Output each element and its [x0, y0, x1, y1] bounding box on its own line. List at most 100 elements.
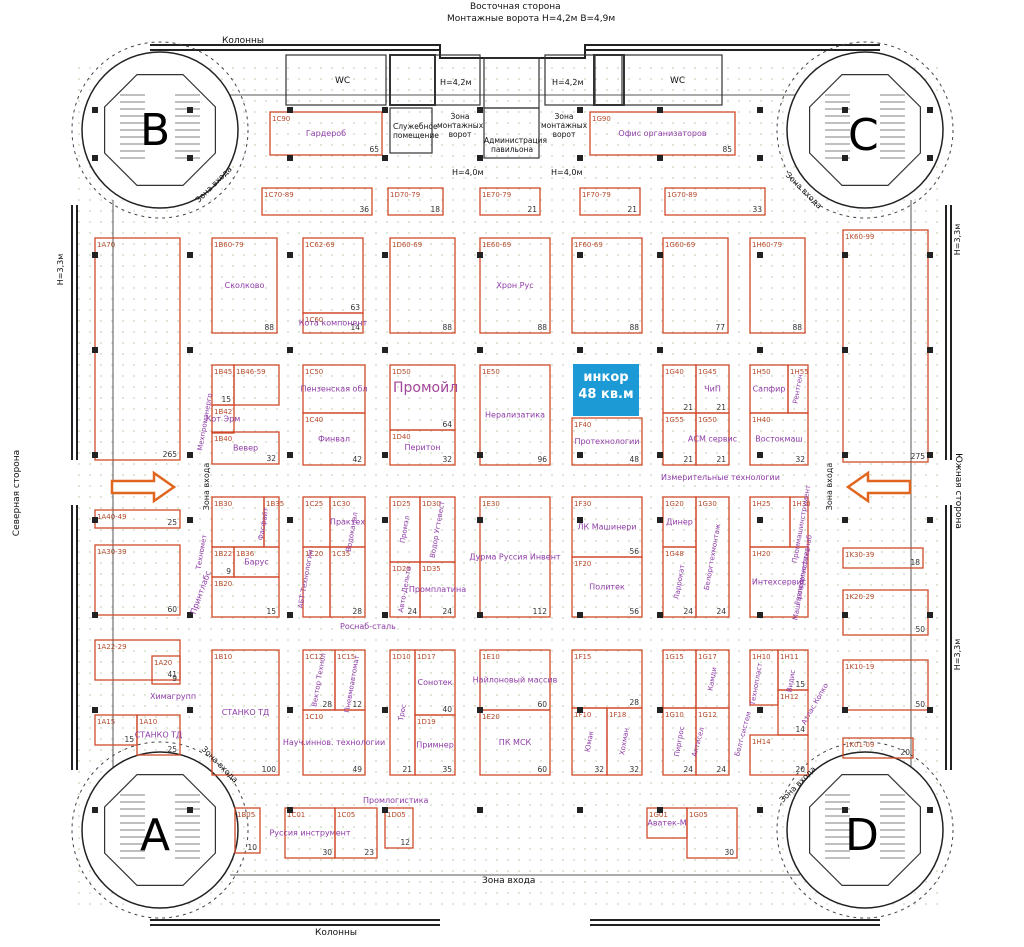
booth-area: 35	[442, 765, 452, 774]
booth-code: 1H50	[752, 368, 771, 376]
height-40-left: H=4,0м	[452, 168, 484, 177]
booth-name: Нерализатика	[485, 411, 545, 420]
booth-code: 1H11	[780, 653, 799, 661]
column-pillar	[757, 807, 763, 813]
column-pillar	[927, 107, 933, 113]
height-right-1: H=3,3м	[953, 223, 963, 256]
booth-outline	[749, 546, 809, 618]
booth-name: Политек	[589, 583, 625, 592]
booth-area: 20	[795, 765, 805, 774]
booth-outline	[695, 707, 730, 776]
booth-name: ПК МСК	[499, 738, 532, 747]
booth-name: Аватек-М	[647, 819, 686, 828]
booth-code: 1C25	[305, 500, 323, 508]
booth-area: 56	[629, 547, 639, 556]
stair-tower-b	[71, 41, 249, 219]
booth-name: Примнер	[416, 741, 454, 750]
booth-code: 1H12	[780, 693, 799, 701]
booth-area: 88	[264, 323, 274, 332]
entry-zone-right: Зона входа	[825, 462, 835, 511]
booth-area: 21	[627, 205, 637, 214]
column-pillar	[477, 707, 483, 713]
column-pillar	[187, 107, 193, 113]
booth-area: 265	[163, 450, 178, 459]
booth-1b46-59[interactable]: 1B46-59	[233, 364, 280, 406]
booth-code: 1A30-39	[97, 548, 127, 556]
column-pillar	[657, 612, 663, 618]
column-pillar	[842, 452, 848, 458]
booth-outline	[749, 237, 806, 334]
booth-name: Вевер	[233, 444, 258, 453]
promoil-label: Промойл	[393, 380, 459, 396]
stair-tower-c	[776, 41, 954, 219]
columns-layer	[92, 107, 933, 813]
booth-code: 1D10	[392, 653, 411, 661]
column-pillar	[842, 517, 848, 523]
booth-area: 21	[527, 205, 537, 214]
booth-code: 1G50	[698, 416, 717, 424]
booth-area: 77	[715, 323, 725, 332]
column-pillar	[92, 707, 98, 713]
booth-name: Сколково	[225, 281, 265, 290]
booth-outline	[479, 237, 551, 334]
himagroup-label: Химагрупп	[150, 692, 197, 701]
column-pillar	[927, 517, 933, 523]
booth-area: 36	[359, 205, 369, 214]
booth-area: 24	[442, 607, 452, 616]
column-pillar	[187, 347, 193, 353]
booth-outline	[384, 807, 414, 849]
columns-label-top: Колонны	[222, 36, 265, 46]
booth-area: 32	[594, 765, 604, 774]
booth-outline	[571, 417, 643, 466]
booth-area: 24	[716, 765, 726, 774]
booth-code: 1G45	[698, 368, 717, 376]
booth-code: 1C20	[305, 550, 323, 558]
highlight-booth-inkor[interactable]: инкор 48 кв.м	[573, 364, 639, 416]
